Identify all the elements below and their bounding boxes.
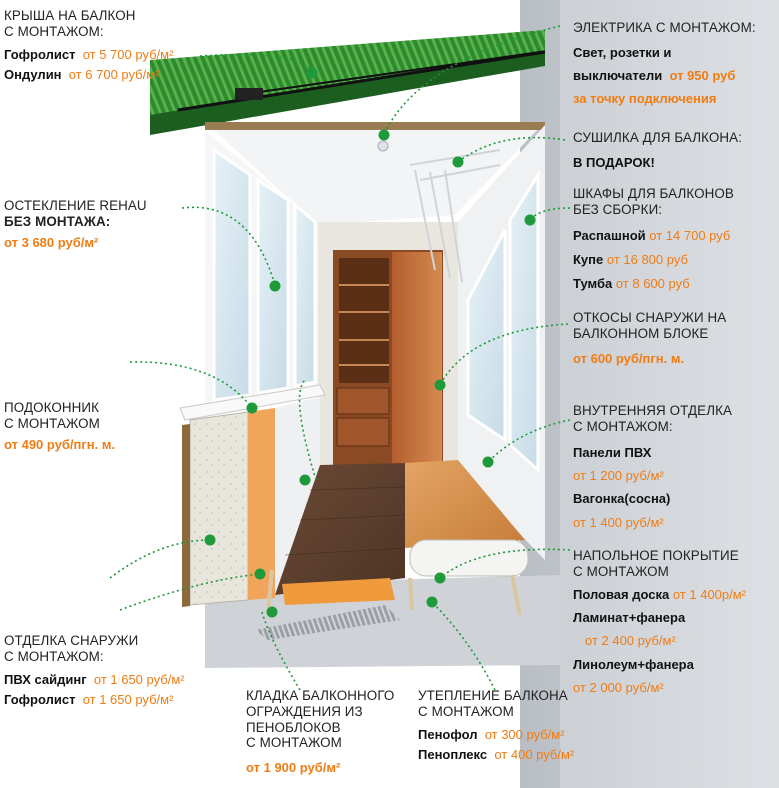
insulation-option-penoplex: Пеноплекс от 400 руб/м² (418, 746, 575, 762)
sill-price: от 490 руб/пгн. м. (4, 436, 116, 452)
masonry-heading-1: КЛАДКА БАЛКОННОГО (246, 688, 395, 703)
slopes-heading-1: ОТКОСЫ СНАРУЖИ НА (573, 310, 727, 325)
slopes-price: от 600 руб/пгн. м. (573, 350, 685, 366)
floor-heading-1: НАПОЛЬНОЕ ПОКРЫТИЕ (573, 548, 739, 563)
outer-finish-option-siding: ПВХ сайдинг от 1 650 руб/м² (4, 671, 185, 687)
floor-board (405, 460, 525, 548)
roof-option-ondulin: Ондулин от 6 700 руб/м² (4, 66, 160, 82)
masonry-price: от 1 900 руб/м² (246, 760, 341, 776)
glazing-price: от 3 680 руб/м² (4, 234, 99, 250)
inner-finish-heading-1: ВНУТРЕННЯЯ ОТДЕЛКА (573, 403, 733, 418)
glazing-heading-1: ОСТЕКЛЕНИЕ REHAU (4, 198, 147, 213)
ceiling-lamp (377, 140, 389, 152)
masonry-heading-2: ОГРАЖДЕНИЯ ИЗ (246, 703, 363, 719)
insulation-heading-2: С МОНТАЖОМ (418, 703, 514, 719)
insulation-option-penofol: Пенофол от 300 руб/м² (418, 726, 565, 742)
insulation-heading-1: УТЕПЛЕНИЕ БАЛКОНА (418, 688, 568, 703)
window-sill (179, 384, 326, 421)
inner-finish-price-pvc: от 1 200 руб/м² (573, 467, 664, 483)
wardrobes-heading-2: БЕЗ СБОРКИ: (573, 201, 663, 217)
roof-option-corrugated: Гофролист от 5 700 руб/м² (4, 46, 174, 62)
inner-finish-price-pine: от 1 400 руб/м² (573, 514, 664, 530)
floor-laminate (275, 463, 405, 595)
linoleum-roll (409, 539, 529, 577)
inner-finish-heading-2: С МОНТАЖОМ: (573, 418, 673, 434)
masonry-label: КЛАДКА БАЛКОННОГО ОГРАЖДЕНИЯ ИЗ ПЕНОБЛОК… (246, 688, 394, 776)
marker-dots (204, 67, 536, 618)
wardrobe-option-swing: Распашной от 14 700 руб (573, 227, 731, 243)
electric-label: ЭЛЕКТРИКА С МОНТАЖОМ: Свет, розетки и вы… (573, 20, 756, 107)
inner-finish-option-pine: Вагонка(сосна) (573, 491, 671, 507)
electric-line-2: выключатели от 950 руб (573, 68, 736, 84)
wardrobe-option-cabinet: Тумба от 8 600 руб (573, 276, 690, 292)
roof-heading-1: КРЫША НА БАЛКОН (4, 8, 136, 23)
insulation-layer (248, 408, 275, 600)
glazing-heading-2: БЕЗ МОНТАЖА: (4, 213, 111, 229)
ceiling (205, 122, 545, 225)
dryer-heading: СУШИЛКА ДЛЯ БАЛКОНА: (573, 130, 743, 145)
inner-finish-option-pvc: Панели ПВХ (573, 444, 652, 460)
floor-price-laminate: от 2 400 руб/м² (585, 633, 676, 649)
clothes-dryer (409, 149, 501, 283)
masonry-heading-4: С МОНТАЖОМ (246, 735, 342, 751)
electric-heading: ЭЛЕКТРИКА С МОНТАЖОМ: (573, 20, 756, 35)
concrete-wall (520, 0, 779, 788)
slopes-heading-2: БАЛКОННОМ БЛОКЕ (573, 325, 709, 341)
roof-heading-2: С МОНТАЖОМ: (4, 23, 104, 39)
wardrobes-heading-1: ШКАФЫ ДЛЯ БАЛКОНОВ (573, 186, 734, 201)
floor-option-board: Половая доска от 1 400р/м² (573, 586, 747, 602)
wardrobe-option-sliding: Купе от 16 800 руб (573, 251, 688, 267)
floor-heading-2: С МОНТАЖОМ (573, 563, 669, 579)
electric-line-3: за точку подключения (573, 91, 717, 107)
electric-line-1: Свет, розетки и (573, 44, 672, 60)
sill-heading-1: ПОДОКОННИК (4, 400, 100, 415)
floor-option-linoleum: Линолеум+фанера (573, 656, 694, 672)
floor-price-linoleum: от 2 000 руб/м² (573, 679, 664, 695)
floor-option-laminate: Ламинат+фанера (573, 609, 686, 625)
outer-finish-heading-2: С МОНТАЖОМ: (4, 648, 104, 664)
foil-insulation (255, 605, 400, 640)
outer-finish-option-corrugated: Гофролист от 1 650 руб/м² (4, 691, 174, 707)
outer-finish-heading-1: ОТДЕЛКА СНАРУЖИ (4, 633, 139, 648)
foam-block-wall (189, 411, 249, 606)
dryer-gift: В ПОДАРОК! (573, 154, 655, 170)
dryer-label: СУШИЛКА ДЛЯ БАЛКОНА: В ПОДАРОК! (573, 130, 742, 170)
sill-heading-2: С МОНТАЖОМ (4, 415, 100, 431)
masonry-heading-3: ПЕНОБЛОКОВ (246, 719, 341, 735)
